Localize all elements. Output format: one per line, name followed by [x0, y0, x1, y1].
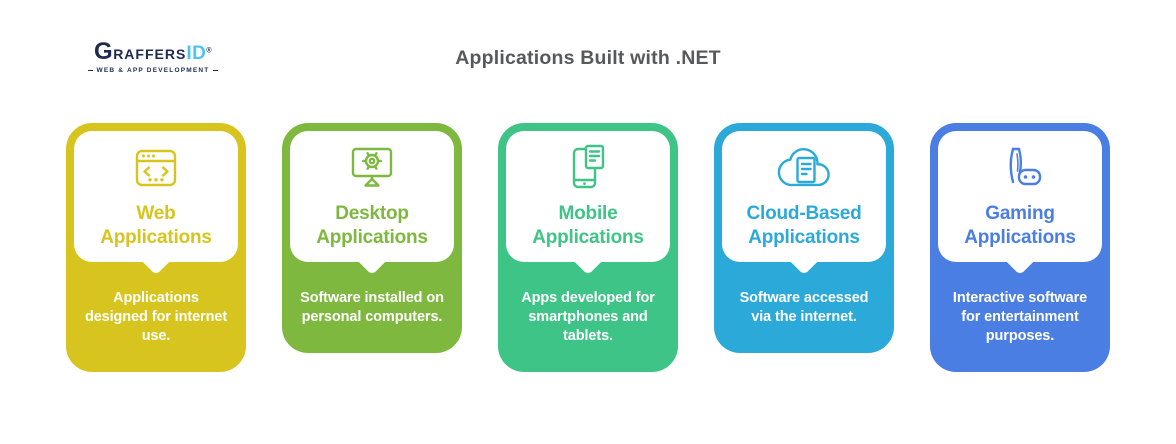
card-bubble: Web Applications — [74, 131, 238, 276]
desktop-gear-icon — [344, 140, 400, 198]
card-bubble: Gaming Applications — [938, 131, 1102, 276]
card-title: Web Applications — [100, 203, 212, 248]
card-bubble: Cloud-Based Applications — [722, 131, 886, 276]
tagline-left-rule — [88, 70, 93, 71]
card-mobile-applications: Mobile Applications Apps developed for s… — [498, 123, 678, 373]
card-gaming-applications: Gaming Applications Interactive software… — [930, 123, 1110, 373]
logo-tagline: WEB & APP DEVELOPMENT — [88, 67, 218, 74]
tagline-right-rule — [213, 70, 218, 71]
card-bubble: Desktop Applications — [290, 131, 454, 276]
card-title: Cloud-Based Applications — [746, 203, 862, 248]
card-cloud-based-applications: Cloud-Based Applications Software access… — [714, 123, 894, 354]
graffersid-logo: GRAFFERSID® WEB & APP DEVELOPMENT — [88, 40, 218, 74]
card-title: Desktop Applications — [316, 203, 428, 248]
card-description: Apps developed for smartphones and table… — [521, 290, 655, 345]
logo-wordmark: GRAFFERSID® — [88, 40, 218, 64]
tagline-text: WEB & APP DEVELOPMENT — [96, 67, 210, 74]
card-description: Software accessed via the internet. — [739, 290, 869, 326]
mobile-notes-icon — [560, 140, 616, 198]
card-bubble: Mobile Applications — [506, 131, 670, 276]
card-description: Interactive software for entertainment p… — [952, 290, 1088, 345]
logo-letters-raffers: RAFFERS — [113, 46, 187, 62]
bubble-tail — [573, 246, 603, 276]
browser-code-icon — [128, 140, 184, 198]
card-title: Gaming Applications — [964, 203, 1076, 248]
card-desktop-applications: Desktop Applications Software installed … — [282, 123, 462, 354]
logo-letters-id: ID — [186, 43, 207, 64]
cards-row: Web Applications Applications designed f… — [0, 123, 1176, 373]
cloud-document-icon — [776, 140, 832, 198]
card-title: Mobile Applications — [532, 203, 644, 248]
registered-trademark-symbol: ® — [206, 47, 212, 55]
bubble-tail — [357, 246, 387, 276]
bubble-tail — [1005, 246, 1035, 276]
card-web-applications: Web Applications Applications designed f… — [66, 123, 246, 373]
page-title: Applications Built with .NET — [455, 47, 721, 69]
bubble-tail — [141, 246, 171, 276]
bubble-tail — [789, 246, 819, 276]
card-description: Applications designed for internet use. — [84, 290, 228, 345]
card-description: Software installed on personal computers… — [300, 290, 444, 326]
logo-letter-g: G — [94, 38, 114, 65]
console-gamepad-icon — [992, 140, 1048, 198]
